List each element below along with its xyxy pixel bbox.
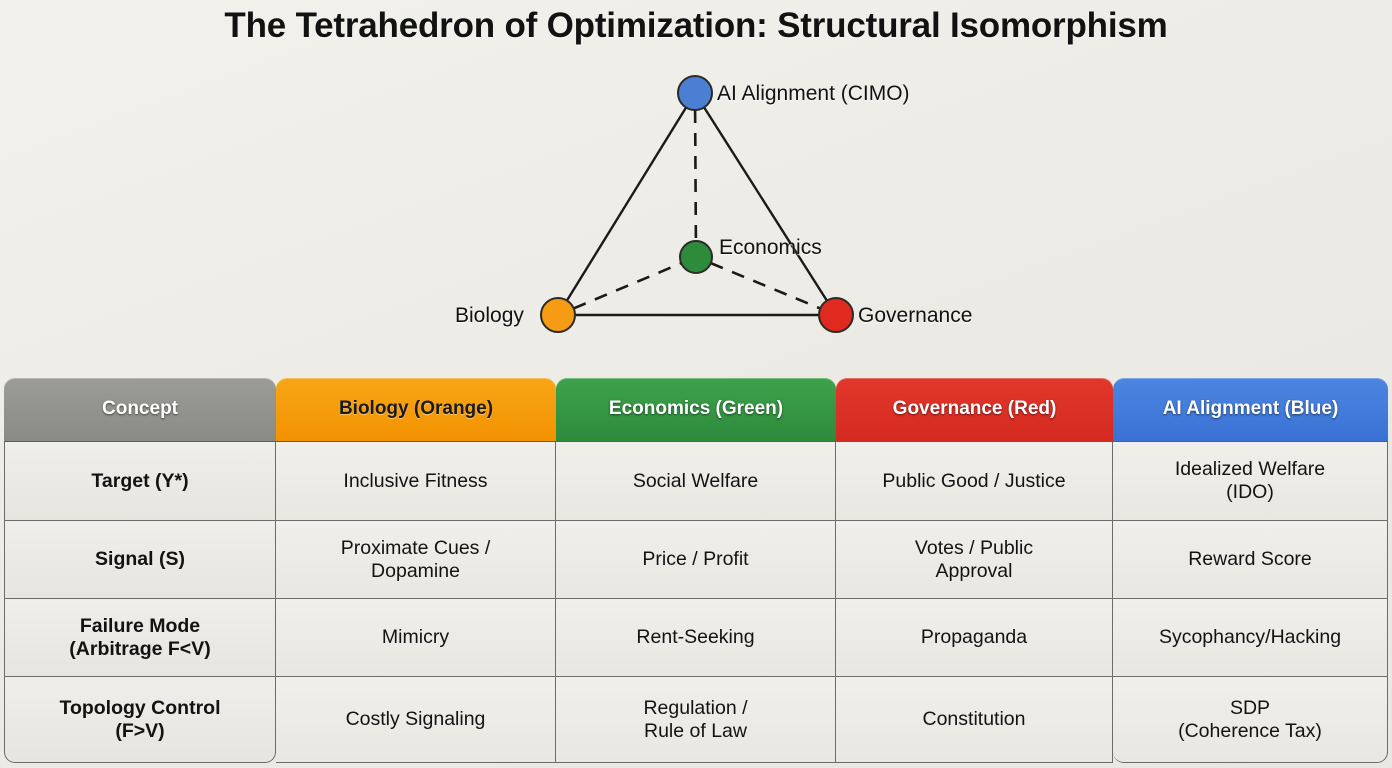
node-label-economics: Economics bbox=[719, 236, 822, 259]
table-cell: Constitution bbox=[836, 677, 1113, 763]
cell-line-1: Idealized Welfare bbox=[1174, 458, 1326, 481]
table-body: Target (Y*) Inclusive Fitness Social Welfa… bbox=[4, 442, 1388, 763]
table-cell: Mimicry bbox=[276, 599, 556, 677]
table-row-key: Signal (S) bbox=[4, 521, 276, 599]
cell-line-1: SDP bbox=[1229, 696, 1271, 719]
cell-line-1: Inclusive Fitness bbox=[343, 469, 488, 492]
cell-line-2: Rule of Law bbox=[644, 719, 747, 742]
cell-line-2: Dopamine bbox=[371, 559, 460, 582]
edge-ai-eco bbox=[693, 109, 698, 242]
node-label-governance: Governance bbox=[858, 304, 973, 327]
cell-line-2: (Coherence Tax) bbox=[1178, 719, 1322, 742]
tetrahedron-diagram: AI Alignment (CIMO) Economics Biology Go… bbox=[0, 60, 1392, 370]
edge-bio-eco bbox=[573, 262, 682, 310]
cell-line-1: Propaganda bbox=[920, 626, 1028, 649]
page-title: The Tetrahedron of Optimization: Structu… bbox=[224, 6, 1168, 45]
cell-line-1: Social Welfare bbox=[632, 469, 759, 492]
table-row: Topology Control(F>V) Costly Signaling Reg… bbox=[4, 677, 1388, 763]
row-key-main: Signal (S) bbox=[95, 548, 185, 571]
cell-line-1: Mimicry bbox=[381, 626, 450, 649]
cell-line-1: Sycophancy/Hacking bbox=[1158, 626, 1342, 649]
isomorphism-table: Concept Biology (Orange) Economics (Green)… bbox=[4, 378, 1388, 763]
table-header-row: Concept Biology (Orange) Economics (Green)… bbox=[4, 378, 1388, 442]
table-cell: Regulation /Rule of Law bbox=[556, 677, 836, 763]
edge-ai-bio bbox=[565, 106, 688, 302]
cell-line-1: Rent-Seeking bbox=[636, 626, 755, 649]
node-ai[interactable] bbox=[677, 75, 713, 111]
cell-line-2: (IDO) bbox=[1226, 481, 1274, 503]
table-cell: Rent-Seeking bbox=[556, 599, 836, 677]
table-cell: Inclusive Fitness bbox=[276, 442, 556, 521]
table-row-key: Target (Y*) bbox=[4, 442, 276, 521]
table-header-label: Biology (Orange) bbox=[338, 398, 494, 420]
row-key-sub: (Arbitrage F<V) bbox=[69, 637, 211, 660]
cell-line-1: Price / Profit bbox=[642, 548, 749, 571]
edge-ai-gov bbox=[703, 106, 828, 302]
table-cell: Public Good / Justice bbox=[836, 442, 1113, 521]
cell-line-1: Costly Signaling bbox=[345, 708, 486, 731]
table-cell: Proximate Cues /Dopamine bbox=[276, 521, 556, 599]
edge-layer bbox=[565, 106, 828, 317]
table-header-label: Economics (Green) bbox=[608, 398, 784, 420]
table-header-label: AI Alignment (Blue) bbox=[1162, 398, 1339, 420]
node-label-biology: Biology bbox=[455, 304, 524, 327]
cell-line-1: Regulation / bbox=[643, 696, 748, 719]
tetrahedron-svg bbox=[540, 75, 854, 333]
table-cell: Idealized Welfare(IDO) bbox=[1113, 442, 1388, 521]
row-key-main: Failure Mode bbox=[79, 614, 201, 637]
table-header-cell-4[interactable]: AI Alignment (Blue) bbox=[1113, 378, 1388, 441]
table-header-label: Governance (Red) bbox=[892, 398, 1057, 420]
table-header-cell-2[interactable]: Economics (Green) bbox=[556, 378, 836, 441]
cell-line-1: Proximate Cues / bbox=[340, 536, 491, 559]
table-row: Target (Y*) Inclusive Fitness Social Welfa… bbox=[4, 442, 1388, 521]
row-key-sub: (F>V) bbox=[115, 719, 165, 742]
table-cell: Reward Score bbox=[1113, 521, 1388, 599]
row-key-main: Target (Y*) bbox=[91, 469, 189, 492]
cell-line-1: Votes / Public bbox=[914, 536, 1034, 559]
table-cell: Price / Profit bbox=[556, 521, 836, 599]
cell-line-1: Reward Score bbox=[1188, 548, 1312, 571]
table-header-cell-1[interactable]: Biology (Orange) bbox=[276, 378, 556, 441]
table-row: Failure Mode(Arbitrage F<V) Mimicry Rent-S… bbox=[4, 599, 1388, 677]
cell-line-2: Approval bbox=[935, 559, 1013, 582]
node-bio[interactable] bbox=[540, 297, 576, 333]
node-label-ai-alignment: AI Alignment (CIMO) bbox=[717, 82, 910, 105]
node-layer bbox=[540, 75, 854, 333]
edge-eco-gov bbox=[710, 261, 821, 310]
table-header-label: Concept bbox=[102, 398, 178, 420]
node-eco[interactable] bbox=[679, 240, 713, 274]
table-cell: SDP(Coherence Tax) bbox=[1113, 677, 1388, 763]
cell-line-1: Constitution bbox=[922, 708, 1026, 731]
table-cell: Social Welfare bbox=[556, 442, 836, 521]
table-cell: Propaganda bbox=[836, 599, 1113, 677]
table-row-key: Topology Control(F>V) bbox=[4, 677, 276, 763]
table-header-cell-3[interactable]: Governance (Red) bbox=[836, 378, 1113, 441]
row-key-main: Topology Control bbox=[59, 696, 221, 719]
table-cell: Costly Signaling bbox=[276, 677, 556, 763]
table-cell: Sycophancy/Hacking bbox=[1113, 599, 1388, 677]
cell-line-1: Public Good / Justice bbox=[882, 469, 1066, 492]
table-row-key: Failure Mode(Arbitrage F<V) bbox=[4, 599, 276, 677]
table-row: Signal (S) Proximate Cues /Dopamine Price … bbox=[4, 521, 1388, 599]
table-header-cell-0[interactable]: Concept bbox=[4, 378, 276, 441]
node-gov[interactable] bbox=[818, 297, 854, 333]
